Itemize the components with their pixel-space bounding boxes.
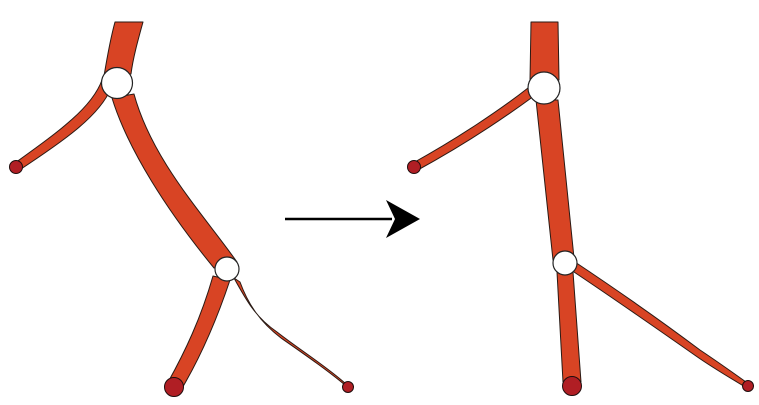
right-upper-branch-vessel [412,87,535,172]
left-lower-thin-branch-vessel [233,277,352,391]
right-trunk-vessel [529,21,560,81]
right-arrow-icon [285,200,420,238]
right-lower-small-terminal [742,380,754,392]
right-lower-junction [552,250,578,276]
left-main-segment-vessel [111,93,238,269]
right-lower-thin-branch-vessel [570,261,751,391]
left-upper-junction [100,66,134,100]
left-lower-thick-branch-vessel [166,275,231,391]
tree-after [407,21,754,396]
tree-before [9,21,354,397]
left-lower-small-terminal [342,381,354,393]
left-trunk-vessel [103,21,144,77]
left-upper-terminal [9,160,23,174]
right-upper-terminal [407,160,421,174]
right-upper-junction [527,71,561,105]
right-lower-large-terminal [562,376,582,396]
right-lower-thick-branch-vessel [556,271,582,383]
left-upper-branch-vessel [14,79,112,172]
left-lower-large-terminal [164,377,184,397]
right-main-segment-vessel [535,99,575,261]
left-lower-junction [214,256,240,282]
